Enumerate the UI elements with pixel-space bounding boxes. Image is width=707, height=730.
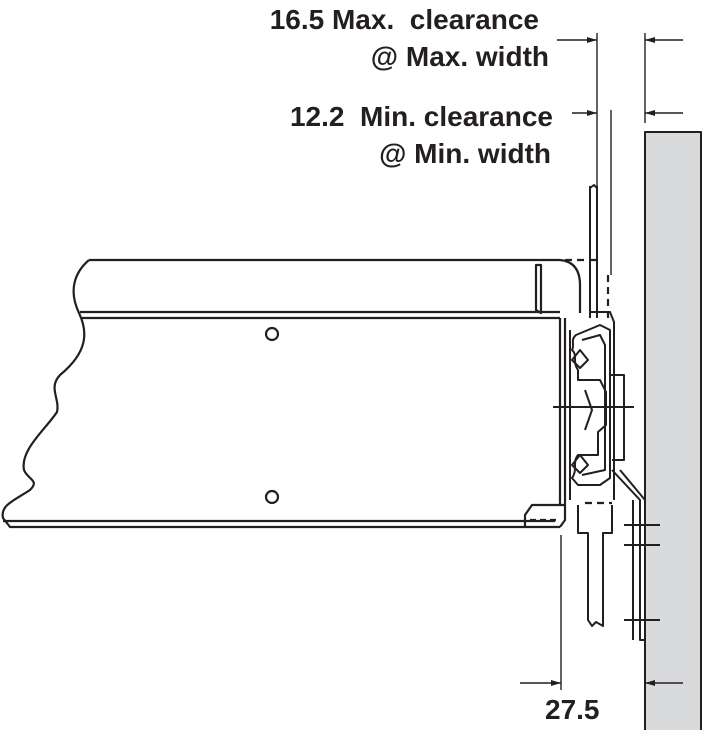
mounting-hole bbox=[264, 326, 280, 342]
cabinet-side-panel bbox=[644, 131, 702, 730]
min-clearance-label: 12.2 Min. clearance bbox=[289, 101, 553, 132]
drawer-side bbox=[1, 258, 582, 529]
max-clearance-label: 16.5 Max. clearance bbox=[269, 4, 539, 35]
drawer-slide bbox=[553, 184, 660, 641]
mounting-hole bbox=[264, 489, 280, 505]
min-width-label: @ Min. width bbox=[379, 138, 551, 169]
side-dimension-label: 27.5 bbox=[545, 694, 600, 725]
dimension-lines bbox=[520, 33, 683, 690]
max-width-label: @ Max. width bbox=[370, 41, 549, 72]
